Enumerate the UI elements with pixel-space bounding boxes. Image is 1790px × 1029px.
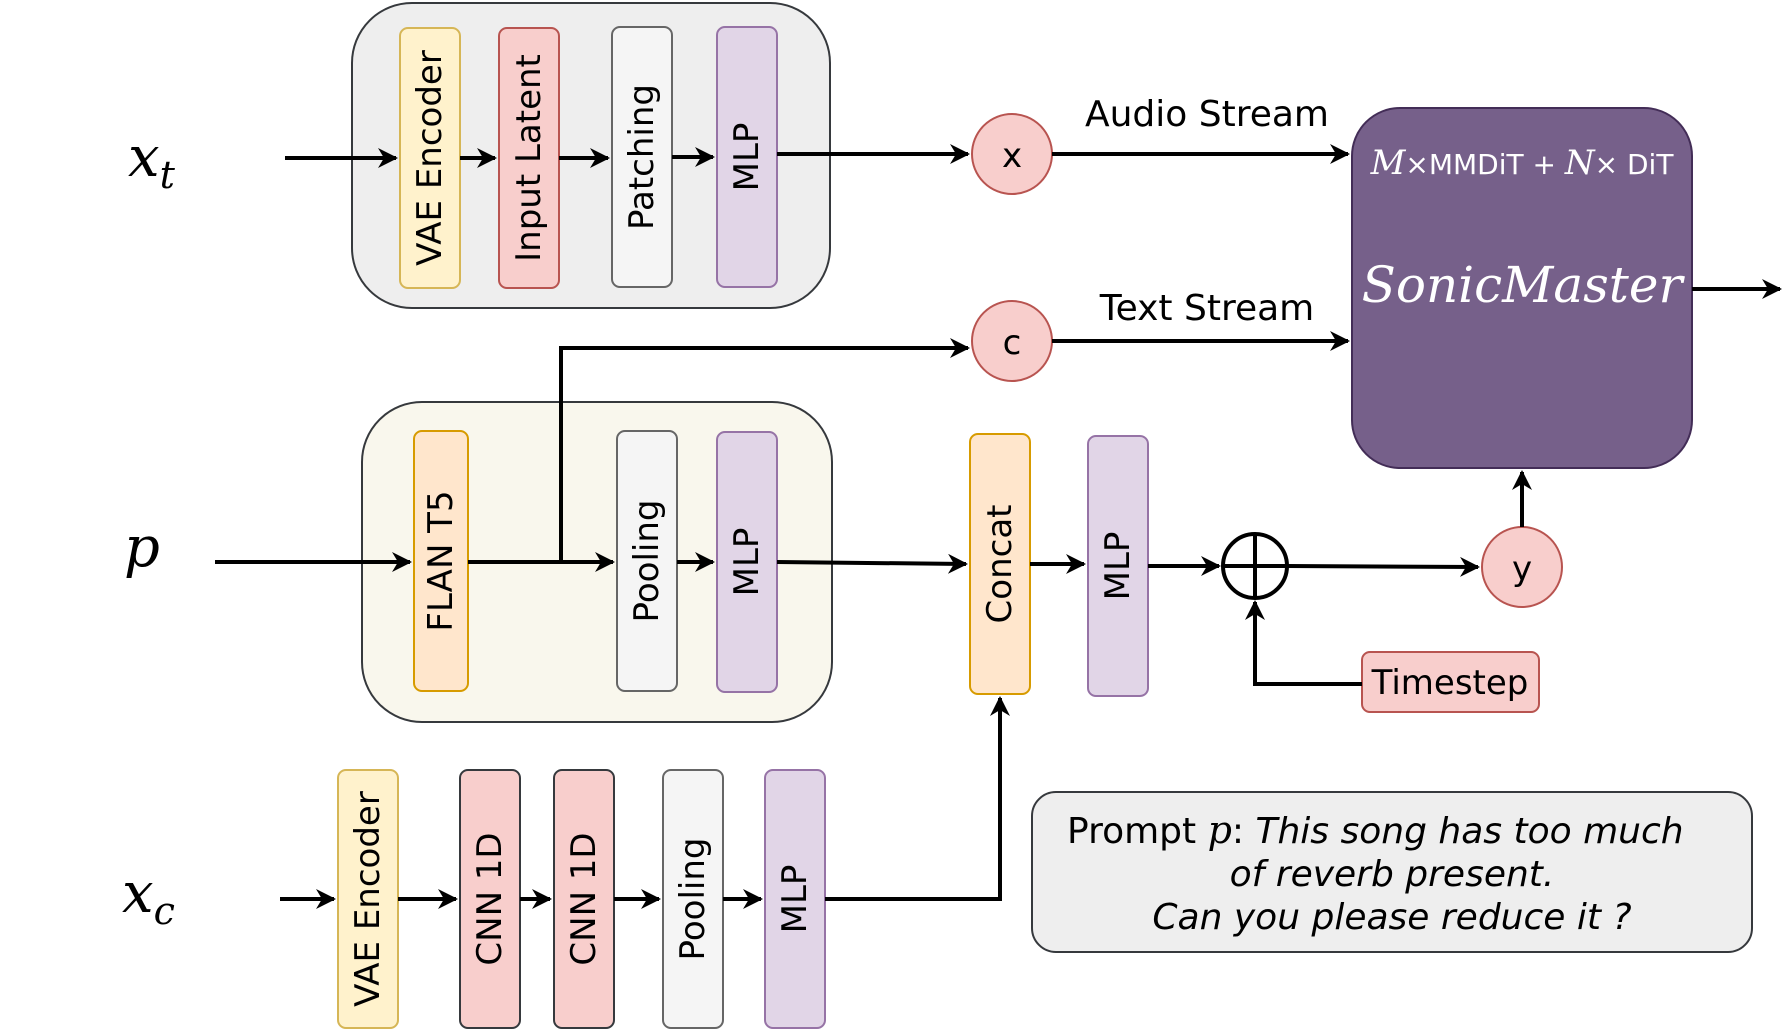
- svg-text:Concat: Concat: [980, 505, 1020, 624]
- text-pooling-block: Pooling: [616, 430, 678, 692]
- node-x: x: [971, 113, 1053, 195]
- fusion-mlp-block: MLP: [1087, 435, 1149, 697]
- svg-text:c: c: [1003, 323, 1022, 363]
- svg-text:CNN 1D: CNN 1D: [564, 832, 604, 965]
- patching-block: Patching: [611, 26, 673, 288]
- text-mlp-block: MLP: [716, 431, 778, 693]
- input-xt-label: xt: [128, 125, 176, 197]
- cond-pooling-block: Pooling: [662, 769, 724, 1029]
- timestep-block: Timestep: [1361, 651, 1540, 713]
- svg-text:VAE Encoder: VAE Encoder: [348, 791, 388, 1007]
- svg-text:Pooling: Pooling: [673, 838, 713, 961]
- svg-text:MLP: MLP: [727, 528, 767, 597]
- sonicmaster-model-block: M×MMDiT + N× DiT SonicMaster: [1351, 107, 1693, 469]
- audio-mlp-block: MLP: [716, 26, 778, 288]
- svg-text:Pooling: Pooling: [627, 500, 667, 623]
- cnn1d-block-2: CNN 1D: [553, 769, 615, 1029]
- svg-text:FLAN T5: FLAN T5: [421, 490, 461, 631]
- input-latent-block: Input Latent: [498, 27, 560, 289]
- node-c: c: [971, 300, 1053, 382]
- text-stream-label: Text Stream: [1099, 288, 1315, 329]
- svg-text:MLP: MLP: [727, 123, 767, 192]
- prompt-line-2: of reverb present.: [1230, 854, 1555, 895]
- cond-vae-encoder-block: VAE Encoder: [337, 769, 399, 1029]
- sum-operator-icon: [1221, 532, 1289, 600]
- svg-text:xt: xt: [128, 125, 176, 197]
- prompt-line-1: Prompt p: This song has too much: [1067, 808, 1684, 852]
- concat-block: Concat: [969, 433, 1031, 695]
- svg-text:xc: xc: [122, 861, 175, 933]
- cnn1d-block-1: CNN 1D: [459, 769, 521, 1029]
- model-name-label: SonicMaster: [1362, 256, 1686, 314]
- flan-t5-block: FLAN T5: [413, 430, 469, 692]
- svg-text:Input Latent: Input Latent: [509, 54, 549, 262]
- svg-text:x: x: [1002, 136, 1022, 176]
- prompt-line-3: Can you please reduce it ?: [1152, 897, 1631, 938]
- audio-stream-label: Audio Stream: [1085, 94, 1329, 135]
- svg-text:MLP: MLP: [1098, 532, 1138, 601]
- model-config-label: M×MMDiT + N× DiT: [1370, 143, 1675, 183]
- svg-text:Patching: Patching: [622, 84, 662, 230]
- svg-text:Timestep: Timestep: [1371, 663, 1529, 703]
- svg-text:p: p: [124, 515, 160, 580]
- prompt-box: Prompt p: This song has too much of reve…: [1031, 791, 1753, 953]
- connectors: [215, 144, 1782, 909]
- svg-text:VAE Encoder: VAE Encoder: [410, 50, 450, 266]
- svg-text:MLP: MLP: [775, 865, 815, 934]
- input-p-label: p: [124, 515, 160, 580]
- node-y: y: [1481, 526, 1563, 608]
- svg-text:CNN 1D: CNN 1D: [470, 832, 510, 965]
- cond-mlp-block: MLP: [764, 769, 826, 1029]
- svg-text:y: y: [1512, 549, 1532, 589]
- audio-vae-encoder-block: VAE Encoder: [399, 27, 461, 289]
- input-xc-label: xc: [122, 861, 175, 933]
